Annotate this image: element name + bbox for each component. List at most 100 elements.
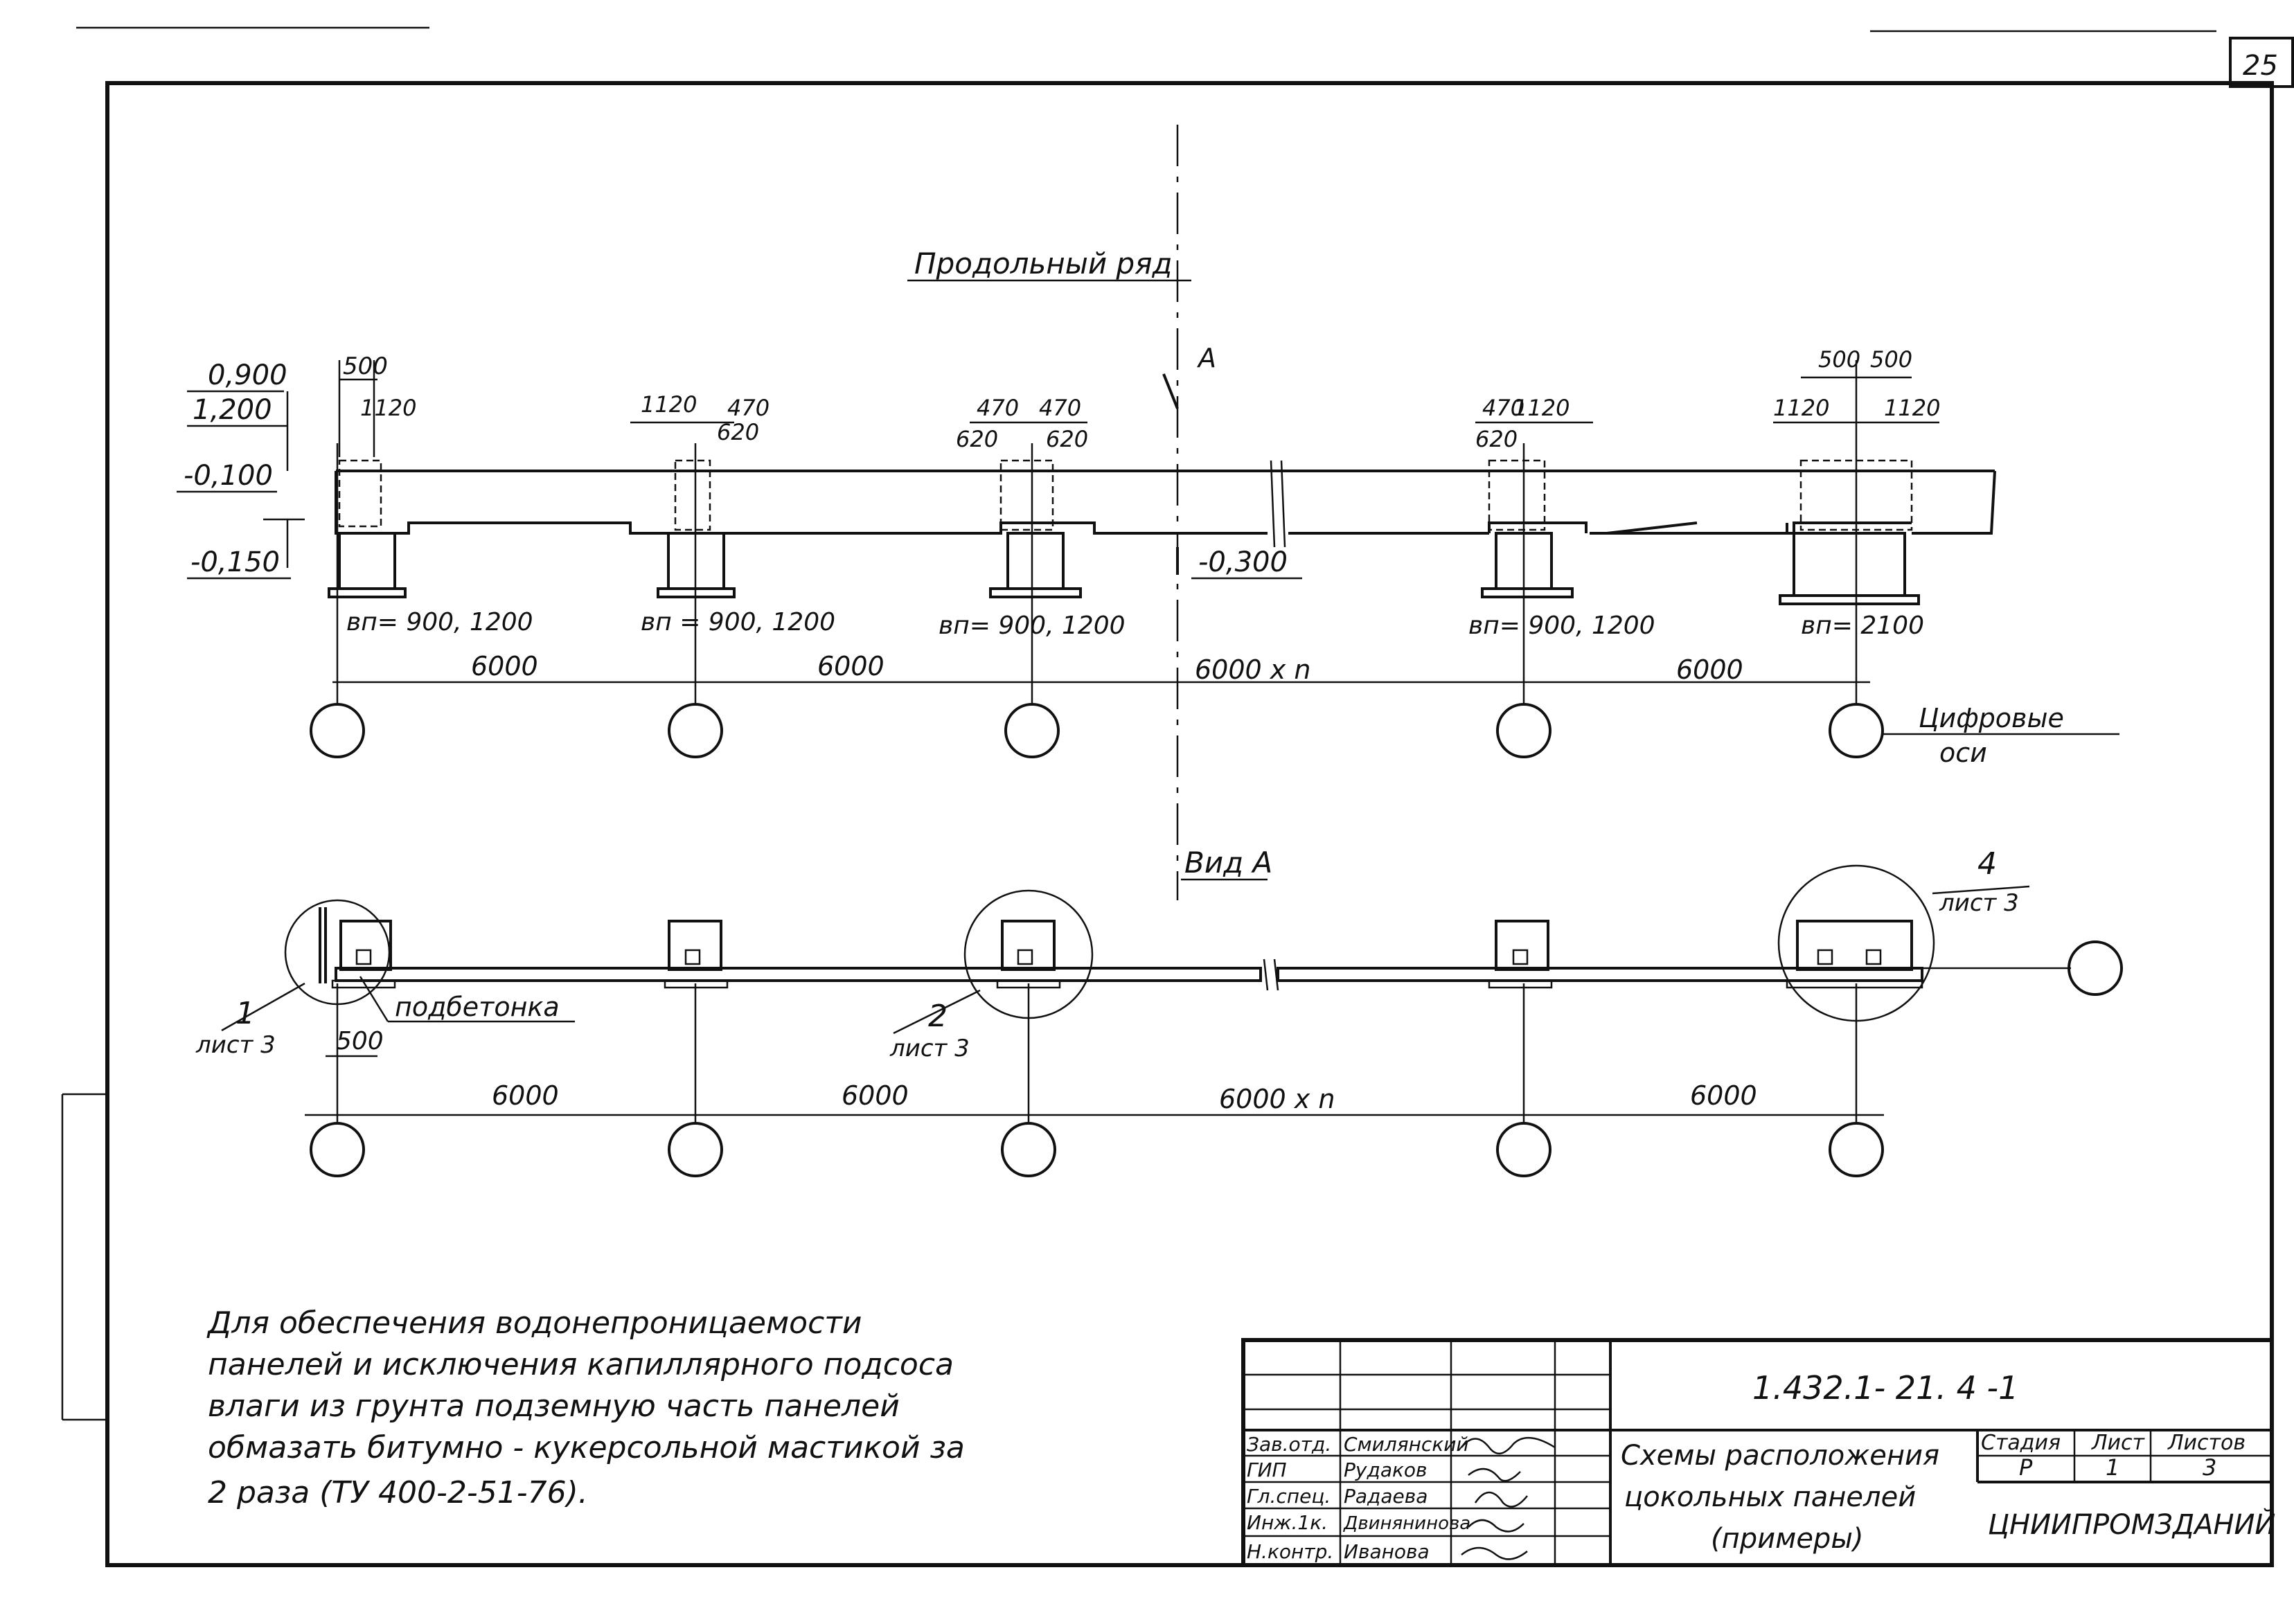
doc-title-1: Схемы расположения: [1621, 1440, 1939, 1472]
plan-column-5: [1786, 920, 1923, 989]
plan-column-4: [1488, 920, 1553, 989]
dim-1120-col1: 1120: [360, 395, 416, 421]
plan-panel-right: [1277, 967, 1923, 982]
panel-band-right: [336, 470, 1996, 535]
lower-span-1: 6000: [492, 1080, 559, 1111]
dim-500-col5a: 500: [1818, 346, 1860, 373]
axis-bubble-side: [2068, 940, 2123, 996]
axis-bubble-l2: [668, 1122, 723, 1177]
doc-title-3: (примеры): [1711, 1523, 1864, 1555]
axis-bubble-l5: [1829, 1122, 1884, 1177]
name-1: Смилянский: [1344, 1433, 1469, 1456]
footing-label-4: вп= 900, 1200: [1468, 612, 1655, 640]
axis-bubble-u3: [1004, 703, 1060, 758]
role-2: ГИП: [1247, 1458, 1287, 1481]
elev-minus-0150: -0,150: [190, 546, 280, 578]
dim-470-col3a: 470: [977, 395, 1019, 421]
doc-code: 1.432.1- 21. 4 -1: [1752, 1369, 2018, 1407]
axis-label-1: Цифровые: [1919, 703, 2064, 733]
sheet-number: 25: [2243, 50, 2278, 82]
plan-column-2: [664, 920, 729, 989]
panel-band-b: [700, 521, 1268, 535]
upper-span-3: 6000 х n: [1195, 654, 1310, 685]
note-line-2: панелей и исключения капиллярного подсос…: [208, 1347, 954, 1382]
note-line-4: обмазать битумно - кукерсольной мастикой…: [208, 1430, 965, 1465]
dim-620-col3b: 620: [1046, 426, 1088, 452]
sheets-value: 3: [2203, 1454, 2216, 1481]
dim-500-col5b: 500: [1870, 346, 1912, 373]
lower-axes: [310, 983, 1884, 1177]
dim-1120-col2: 1120: [641, 391, 697, 418]
axis-bubble-u5: [1829, 703, 1884, 758]
role-1: Зав.отд.: [1247, 1433, 1331, 1456]
name-5: Иванова: [1344, 1540, 1430, 1563]
view-title: Вид А: [1184, 846, 1272, 880]
title-block: [1241, 1338, 2274, 1567]
dim-1120-col4: 1120: [1513, 395, 1570, 421]
upper-column-1: [328, 459, 407, 598]
signature-marks: [1461, 1436, 1556, 1560]
panel-band-a: [335, 471, 700, 535]
sheet-number-box: [2229, 37, 2294, 88]
callout-num-4: 4: [1977, 846, 1997, 882]
dim-1120-col5a: 1120: [1773, 395, 1829, 421]
axis-bubble-l3: [1001, 1122, 1056, 1177]
name-2: Рудаков: [1344, 1458, 1428, 1481]
lower-span-4: 6000: [1690, 1080, 1757, 1111]
break-line-b: [1280, 460, 1286, 548]
footing-label-1: вп= 900, 1200: [346, 608, 533, 636]
drawing-frame: [105, 81, 2274, 1567]
panel-band-c: [1488, 521, 1588, 533]
callout-num-1: 1: [235, 996, 255, 1031]
callout-sheet-2: лист 3: [889, 1035, 970, 1062]
upper-span-2: 6000: [817, 651, 884, 681]
note-line-5: 2 раза (ТУ 400-2-51-76).: [208, 1475, 588, 1510]
upper-column-5: [1779, 459, 1920, 605]
sheet-header: Лист: [2091, 1431, 2146, 1455]
upper-column-3: [989, 459, 1082, 598]
callout-sheet-1: лист 3: [195, 1031, 276, 1059]
dim-620-col4: 620: [1475, 426, 1518, 452]
role-5: Н.контр.: [1247, 1540, 1333, 1563]
section-mark: А: [1196, 343, 1216, 373]
podbetonka-label: подбетонка: [395, 992, 560, 1022]
axis-bubble-u2: [668, 703, 723, 758]
axis-bubble-u1: [310, 703, 365, 758]
callout-num-2: 2: [928, 999, 948, 1034]
elev-1200: 1,200: [193, 394, 272, 426]
dim-620-col3a: 620: [956, 426, 998, 452]
name-4: Двинянинова: [1343, 1513, 1470, 1534]
name-3: Радаева: [1344, 1485, 1428, 1508]
dim-470-col3b: 470: [1039, 395, 1081, 421]
axis-bubble-l1: [310, 1122, 365, 1177]
elev-minus-0300: -0,300: [1198, 546, 1288, 578]
doc-title-2: цокольных панелей: [1624, 1481, 1916, 1513]
lower-span-3: 6000 х n: [1219, 1084, 1335, 1114]
callout-sheet-4: лист 3: [1939, 889, 2019, 917]
upper-span-1: 6000: [471, 651, 538, 681]
upper-axes: [310, 360, 1884, 758]
dim-620-col2: 620: [717, 419, 759, 445]
dim-500-col1: 500: [343, 353, 388, 380]
upper-span-4: 6000: [1676, 654, 1743, 685]
elev-minus-0100: -0,100: [184, 460, 273, 492]
role-4: Инж.1к.: [1247, 1511, 1328, 1534]
dim-470-col4: 470: [1482, 395, 1524, 421]
axis-bubble-u4: [1496, 703, 1551, 758]
sheet-value: 1: [2106, 1454, 2119, 1481]
break-line-a: [1270, 460, 1276, 548]
plan-panel-left: [335, 967, 1262, 982]
role-3: Гл.спец.: [1247, 1485, 1331, 1508]
elev-0900: 0,900: [208, 359, 287, 391]
dim-500-plan: 500: [336, 1027, 384, 1055]
axis-bubble-l4: [1496, 1122, 1551, 1177]
upper-column-4: [1481, 459, 1574, 598]
stage-header: Стадия: [1981, 1431, 2061, 1455]
section-title: Продольный ряд: [914, 247, 1173, 280]
dim-1120-col5b: 1120: [1884, 395, 1940, 421]
section-arrow: [1162, 373, 1179, 409]
axis-label-2: оси: [1939, 738, 1987, 768]
note-line-3: влаги из грунта подземную часть панелей: [208, 1389, 900, 1424]
plan-column-3: [996, 920, 1061, 989]
